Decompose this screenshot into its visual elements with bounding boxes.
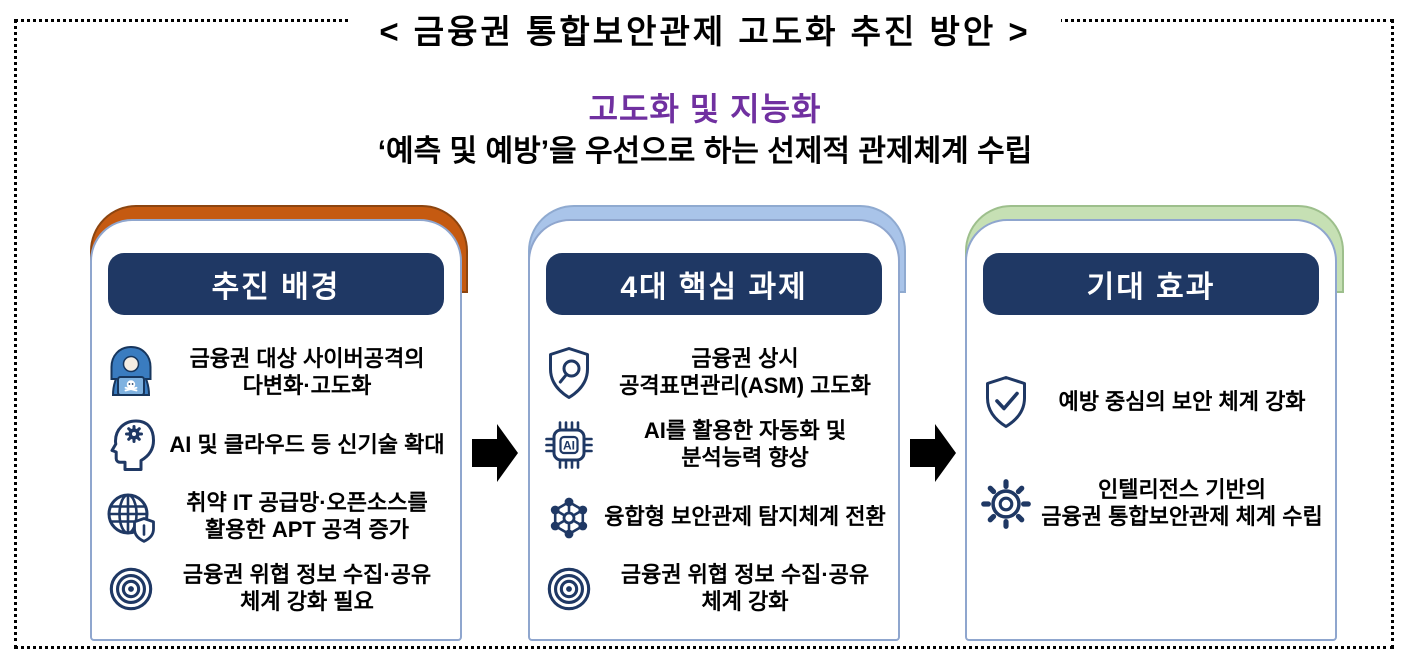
card-header: 4대 핵심 과제 xyxy=(546,253,882,315)
shield-search-icon xyxy=(540,345,598,401)
item-text: 취약 IT 공급망·오픈소스를 활용한 APT 공격 증가 xyxy=(186,490,428,542)
card-expected-effects: 기대 효과 예방 중심의 보안 체계 강화 xyxy=(965,219,1337,641)
ai-chip-icon: AI xyxy=(540,417,598,473)
item-text: 금융권 위협 정보 수집·공유 체계 강화 필요 xyxy=(182,562,432,614)
network-icon xyxy=(540,489,598,545)
head-gear-icon xyxy=(102,417,160,473)
item-text: 인텔리전스 기반의 금융권 통합보안관제 체계 수립 xyxy=(1041,477,1323,529)
card-items: 금융권 상시 공격표면관리(ASM) 고도화 AI xyxy=(530,315,898,625)
headline-main: 고도화 및 지능화 xyxy=(588,91,822,127)
card-items: 예방 중심의 보안 체계 강화 인텔리전스 기반의 금융권 통합보안관제 체계 … xyxy=(967,315,1335,547)
hacker-icon xyxy=(102,343,160,403)
bullseye-icon xyxy=(540,560,598,618)
list-item: 금융권 상시 공격표면관리(ASM) 고도화 xyxy=(540,337,892,409)
list-item: 금융권 위협 정보 수집·공유 체계 강화 필요 xyxy=(102,553,454,625)
list-item: 금융권 대상 사이버공격의 다변화·고도화 xyxy=(102,337,454,409)
bullseye-icon xyxy=(102,560,160,618)
list-item: 인텔리전스 기반의 금융권 통합보안관제 체계 수립 xyxy=(977,461,1329,547)
list-item: 융합형 보안관제 탐지체계 전환 xyxy=(540,481,892,553)
item-text: AI 및 클라우드 등 신기술 확대 xyxy=(169,431,445,457)
card-header: 추진 배경 xyxy=(108,253,444,315)
list-item: AI AI를 활용한 자동화 및 분석능력 향상 xyxy=(540,409,892,481)
globe-shield-icon xyxy=(102,489,160,545)
page-title-text: < 금융권 통합보안관제 고도화 추진 방안 > xyxy=(349,3,1061,59)
shield-check-icon xyxy=(977,374,1035,430)
list-item: 취약 IT 공급망·오픈소스를 활용한 APT 공격 증가 xyxy=(102,481,454,553)
list-item: AI 및 클라우드 등 신기술 확대 xyxy=(102,409,454,481)
item-text: 금융권 대상 사이버공격의 다변화·고도화 xyxy=(189,346,425,398)
card-header: 기대 효과 xyxy=(983,253,1319,315)
item-text: 금융권 상시 공격표면관리(ASM) 고도화 xyxy=(619,346,871,398)
page-title: < 금융권 통합보안관제 고도화 추진 방안 > xyxy=(0,3,1410,59)
gear-icon xyxy=(977,475,1035,533)
right-arrow-icon xyxy=(472,422,518,484)
svg-text:AI: AI xyxy=(563,439,575,453)
headline-sub: ‘예측 및 예방’을 우선으로 하는 선제적 관제체계 수립 xyxy=(377,135,1033,168)
item-text: 융합형 보안관제 탐지체계 전환 xyxy=(604,503,886,529)
item-text: 예방 중심의 보안 체계 강화 xyxy=(1058,388,1306,414)
right-arrow-icon xyxy=(910,422,956,484)
card-items: 금융권 대상 사이버공격의 다변화·고도화 AI 및 클라우드 등 신기술 확대 xyxy=(92,315,460,625)
list-item: 금융권 위협 정보 수집·공유 체계 강화 xyxy=(540,553,892,625)
list-item: 예방 중심의 보안 체계 강화 xyxy=(977,359,1329,445)
item-text: 금융권 위협 정보 수집·공유 체계 강화 xyxy=(620,562,870,614)
card-key-tasks: 4대 핵심 과제 금융권 상시 공격표면관리(ASM) 고도화 xyxy=(528,219,900,641)
card-background: 추진 배경 금융권 대상 사이버공격의 다변화·고도화 xyxy=(90,219,462,641)
item-text: AI를 활용한 자동화 및 분석능력 향상 xyxy=(643,418,847,470)
